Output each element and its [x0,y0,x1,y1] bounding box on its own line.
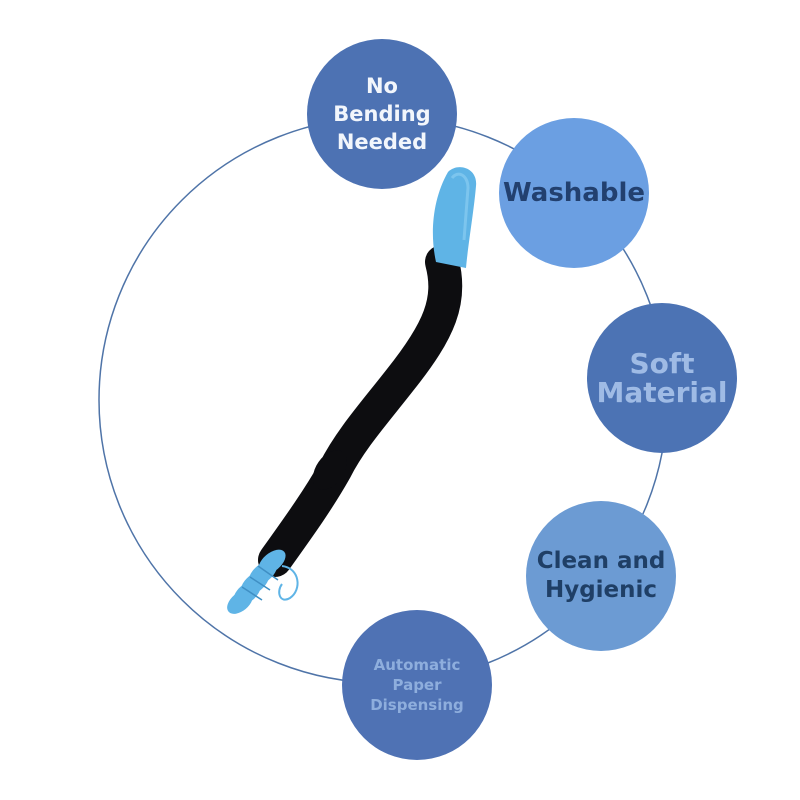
feature-soft-material: Soft Material [587,303,737,453]
feature-clean-and-hygienic: Clean and Hygienic [526,501,676,651]
feature-label: Automatic Paper Dispensing [370,656,464,714]
feature-label: Washable [503,178,645,208]
feature-no-bending-needed: No Bending Needed [307,39,457,189]
feature-automatic-paper-dispensing: Automatic Paper Dispensing [342,610,492,760]
feature-label: Soft Material [596,347,728,409]
feature-label: No Bending Needed [333,74,431,154]
feature-washable: Washable [499,118,649,268]
feature-label: Clean and Hygienic [536,548,666,603]
